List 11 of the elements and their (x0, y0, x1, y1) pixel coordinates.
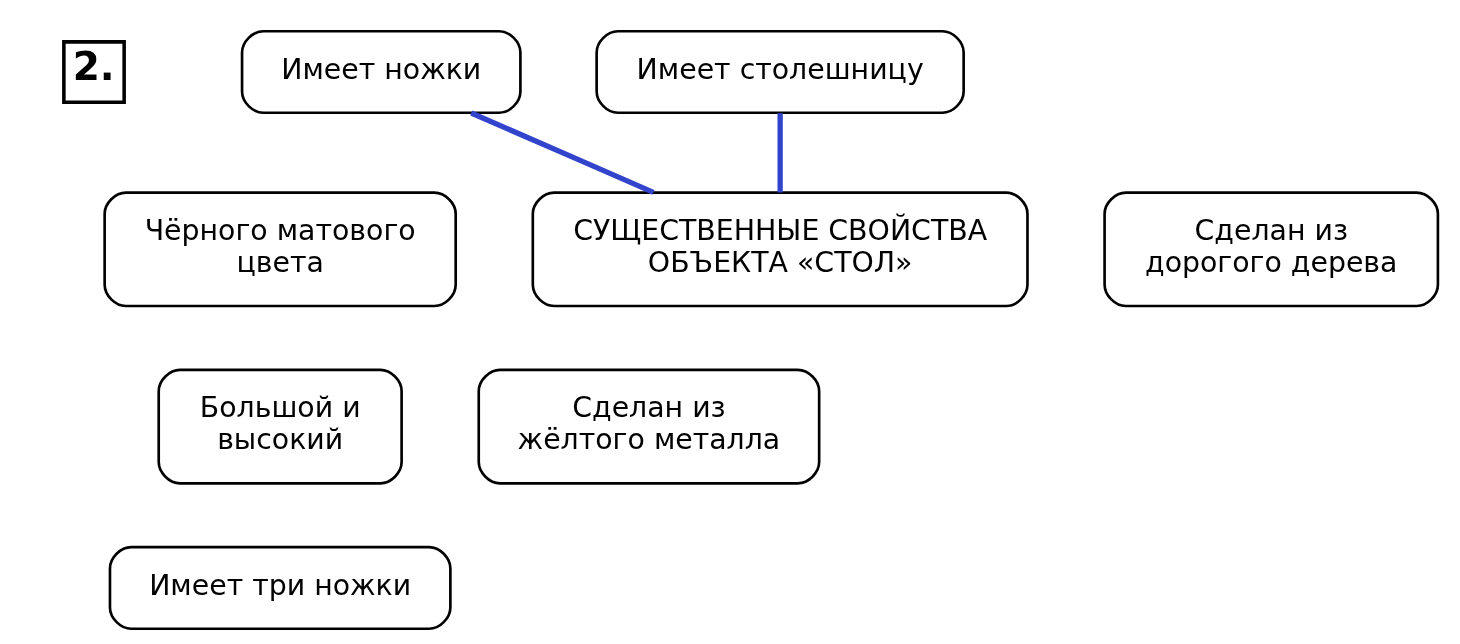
node-box: Имеет три ножки (108, 545, 452, 631)
node-box: Имеет ножки (240, 29, 522, 115)
connector (777, 113, 783, 193)
node-box: Чёрного матового цвета (102, 191, 457, 308)
label: 2. (72, 44, 115, 90)
node-box: Имеет столешницу (594, 29, 965, 115)
node-box: Большой и высокий (156, 368, 403, 485)
connector (469, 110, 654, 195)
node-box: СУЩЕСТВЕННЫЕ СВОЙСТВА ОБЪЕКТА «СТОЛ» (531, 191, 1029, 308)
node-box: Сделан из жёлтого металла (476, 368, 820, 485)
node-box: Сделан из дорогого дерева (1102, 191, 1439, 308)
